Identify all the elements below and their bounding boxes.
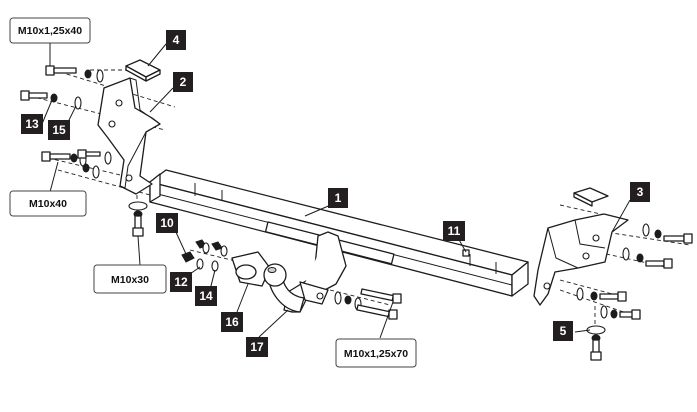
callout-11: 11	[443, 221, 465, 241]
callout-5: 5	[553, 321, 573, 341]
bolts-top-left	[20, 65, 104, 110]
spec-bolt-right: M10x1,25x70	[335, 338, 417, 368]
callout-4-text: 4	[173, 33, 180, 47]
bolt-bottom-left	[128, 201, 148, 237]
callout-14-text: 14	[199, 289, 213, 303]
callout-13-text: 13	[25, 117, 39, 131]
sensor-bolt-part-11	[462, 249, 470, 257]
callout-16: 16	[221, 312, 243, 332]
spec-bolt-bottom-left: M10x30	[93, 264, 167, 294]
callout-10-text: 10	[160, 216, 174, 230]
right-bracket-part-3	[533, 213, 629, 306]
callout-16-text: 16	[225, 315, 239, 329]
callout-3: 3	[630, 182, 650, 202]
callout-1-text: 1	[335, 191, 342, 205]
spec-bolt-bottom-left-text: M10x30	[111, 274, 149, 286]
right-plate	[573, 187, 609, 207]
callout-3-text: 3	[637, 185, 644, 199]
callout-10: 10	[156, 213, 178, 233]
spec-bolt-right-text: M10x1,25x70	[344, 348, 408, 360]
callout-17-text: 17	[250, 340, 264, 354]
coupling-ball-part-16	[231, 251, 305, 313]
spec-bolt-top-left: M10x1,25x40	[9, 17, 91, 44]
bolts-left-middle	[41, 149, 112, 179]
plate-part-4	[125, 59, 161, 82]
callout-5-text: 5	[560, 324, 567, 338]
callout-15: 15	[48, 120, 70, 140]
callout-17: 17	[246, 337, 268, 357]
callout-14: 14	[195, 286, 217, 306]
spec-bolt-left: M10x40	[9, 190, 87, 217]
callout-2-text: 2	[180, 75, 187, 89]
callout-2: 2	[173, 72, 193, 92]
bolts-right	[576, 223, 693, 320]
callout-4: 4	[166, 30, 186, 50]
callout-13: 13	[21, 114, 43, 134]
callout-12-text: 12	[174, 275, 188, 289]
callout-1: 1	[328, 188, 348, 208]
bolt-bottom-right	[586, 325, 606, 361]
callout-12: 12	[170, 272, 192, 292]
left-bracket-part-2	[97, 77, 161, 195]
callout-11-text: 11	[448, 224, 461, 238]
spec-bolt-top-left-text: M10x1,25x40	[18, 25, 82, 37]
bolts-right-bottom	[334, 288, 402, 320]
fasteners-ball-mount	[181, 239, 228, 272]
callout-15-text: 15	[52, 123, 66, 137]
ball-mount-part-17	[283, 231, 347, 313]
spec-bolt-left-text: M10x40	[29, 198, 67, 210]
